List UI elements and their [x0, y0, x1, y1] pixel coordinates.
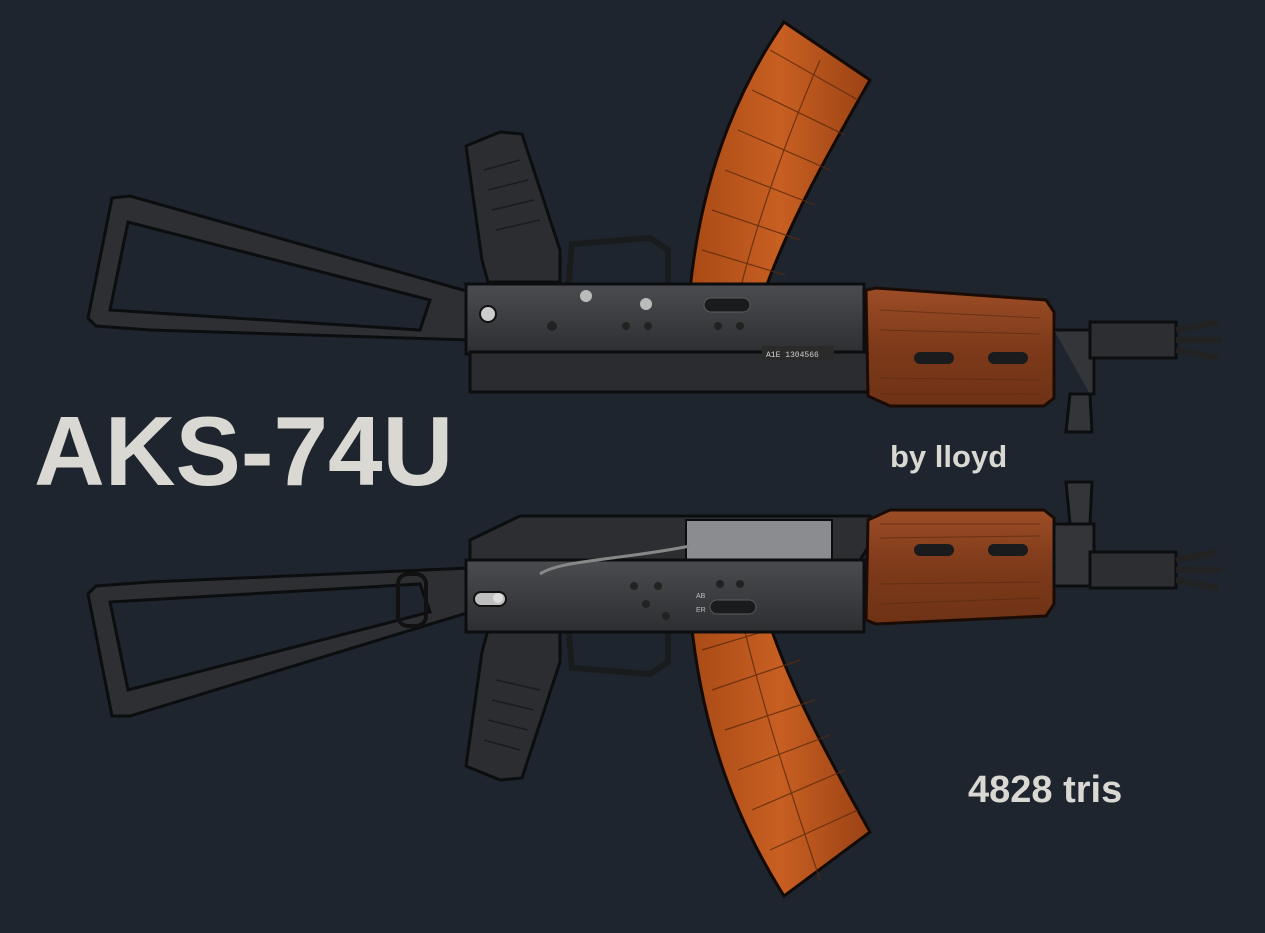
muzzle-bottom: [1088, 550, 1178, 590]
poly-count: 4828 tris: [968, 769, 1123, 811]
magazine-top: [688, 19, 872, 292]
receiver-top: [464, 282, 866, 356]
selector-mark-semi: ER: [696, 607, 706, 614]
author-credit: by lloyd: [890, 439, 1008, 474]
weapon-title: AKS-74U: [34, 396, 454, 506]
magazine-bottom: [688, 608, 872, 899]
front-sight-bottom: [1052, 480, 1096, 588]
pistol-grip-top: [464, 130, 562, 284]
receiver-bottom: [464, 558, 866, 634]
folding-stock-top: [86, 194, 472, 342]
trigger-guard-bottom: [565, 620, 671, 678]
weapon-bottom-view: AB ER: [86, 480, 1222, 899]
selector-mark-auto: AB: [696, 593, 706, 600]
receiver-marking: A1E 1304566: [766, 351, 819, 360]
handguard-bottom: [864, 508, 1056, 626]
muzzle-top: [1088, 320, 1178, 360]
front-sight-top: [1054, 328, 1096, 434]
handguard-top: [864, 286, 1056, 408]
weapon-top-view: A1E 1304566: [86, 19, 1222, 434]
folding-stock-bottom: [86, 566, 472, 718]
trigger-guard-top: [565, 234, 671, 292]
